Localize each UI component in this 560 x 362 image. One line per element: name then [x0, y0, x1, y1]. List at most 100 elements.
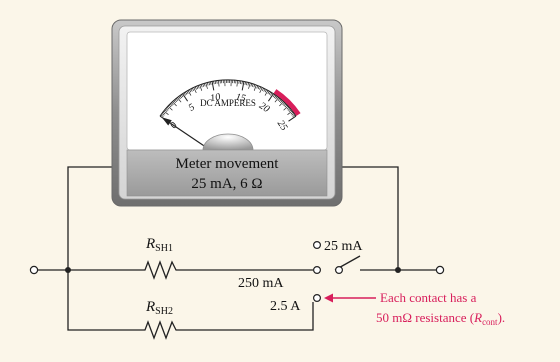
- rsh1-label: RSH1: [145, 236, 173, 254]
- rsh2-branch-right: [180, 302, 314, 331]
- switch-contact-25ma[interactable]: [313, 241, 322, 250]
- scale-tick: [274, 95, 277, 99]
- scale-tick: [166, 107, 170, 110]
- scale-tick: [256, 85, 259, 89]
- scale-tick: [250, 83, 253, 87]
- switch-pivot[interactable]: [335, 266, 344, 275]
- scale-tick: [168, 104, 172, 108]
- scale-tick: [268, 91, 271, 95]
- scale-tick: [161, 113, 165, 116]
- scale-tick: [274, 97, 279, 103]
- meter-scale: 0510152025DC AMPERES: [159, 79, 301, 163]
- annotation-line1: Each contact has a: [380, 290, 477, 305]
- scale-tick: [278, 99, 282, 103]
- meter-label-line1: Meter movement: [176, 156, 280, 172]
- switch-contact-250ma[interactable]: [313, 266, 322, 275]
- rsh2-resistor-symbol: [142, 320, 180, 340]
- meter-pivot-cover: [202, 133, 254, 151]
- scale-tick: [284, 104, 288, 108]
- switch-label-250ma: 250 mA: [238, 276, 284, 291]
- scale-tick: [187, 90, 192, 96]
- scale-tick: [162, 111, 166, 115]
- input-terminal[interactable]: [29, 265, 39, 275]
- scale-tick: [282, 102, 285, 106]
- scale-arc: [159, 79, 297, 117]
- annotation-line2: 50 mΩ resistance (Rcont).: [376, 310, 505, 327]
- scale-tick: [287, 108, 291, 111]
- scale-tick: [193, 87, 197, 94]
- scale-tick: [178, 96, 181, 100]
- scale-tick: [164, 109, 168, 112]
- scale-tick: [203, 83, 206, 87]
- scale-tick: [291, 113, 295, 116]
- scale-tick: [280, 100, 283, 104]
- scale-tick: [181, 94, 184, 98]
- rsh2-branch-left: [67, 270, 142, 331]
- scale-tick: [259, 86, 262, 90]
- scale-tick: [251, 83, 254, 87]
- scale-tick: [171, 102, 174, 106]
- scale-tick: [259, 87, 263, 94]
- scale-tick: [272, 94, 275, 98]
- scale-tick: [239, 80, 242, 85]
- scale-tick: [214, 80, 217, 85]
- scale-tick: [165, 108, 169, 111]
- scale-tick: [163, 110, 169, 115]
- scale-tick: [202, 83, 205, 87]
- scale-tick: [290, 111, 294, 115]
- scale-tick: [167, 105, 173, 111]
- scale-tick: [205, 82, 208, 89]
- scale-tick: [267, 91, 270, 94]
- scale-tick: [246, 82, 248, 86]
- scale-tick: [183, 92, 186, 96]
- scale-tick: [192, 87, 195, 92]
- scale-tick: [283, 105, 289, 111]
- junction-dot-right: [395, 267, 401, 273]
- scale-title: DC AMPERES: [200, 98, 256, 108]
- junction-dot-left: [65, 267, 71, 273]
- scale-tick: [160, 114, 164, 117]
- scale-tick: [286, 107, 290, 110]
- scale-tick: [199, 84, 203, 91]
- scale-tick: [218, 80, 220, 87]
- meter-movement: 0510152025DC AMPERES Meter movement 25 m…: [111, 19, 343, 207]
- meter-label-plate: [126, 149, 328, 197]
- scale-tick-label: 5: [187, 102, 197, 114]
- scale-tick: [169, 103, 173, 107]
- rsh1-resistor-symbol: [142, 260, 180, 280]
- scale-tick: [244, 81, 246, 85]
- output-terminal[interactable]: [435, 265, 445, 275]
- scale-tick: [207, 82, 209, 86]
- scale-tick: [264, 89, 267, 93]
- scale-tick: [248, 82, 251, 89]
- scale-tick: [257, 86, 260, 90]
- scale-tick: [279, 101, 284, 107]
- switch-contact-2-5a[interactable]: [313, 294, 322, 303]
- scale-tick: [253, 84, 257, 91]
- scale-tick: [213, 81, 215, 85]
- scale-tick: [247, 82, 249, 86]
- scale-tick: [267, 93, 274, 102]
- scale-tick: [253, 84, 256, 88]
- scale-tick: [186, 91, 189, 94]
- scale-tick-label: 15: [235, 92, 247, 105]
- scale-tick-label: 10: [209, 92, 221, 105]
- scale-tick: [182, 93, 189, 102]
- scale-tick: [292, 114, 296, 117]
- scale-tick: [288, 115, 297, 122]
- switch-label-25ma: 25 mA: [324, 239, 363, 254]
- scale-tick: [172, 101, 177, 107]
- scale-tick: [241, 81, 243, 85]
- scale-tick: [194, 86, 197, 90]
- scale-tick: [189, 89, 192, 93]
- scale-tick: [179, 95, 182, 99]
- scale-tick: [270, 92, 273, 96]
- scale-tick: [177, 97, 182, 103]
- scale-tick: [210, 81, 212, 85]
- scale-tick: [197, 85, 200, 89]
- meter-face: [126, 31, 328, 151]
- scale-tick: [208, 82, 210, 86]
- scale-tick: [190, 88, 193, 92]
- scale-tick: [288, 109, 292, 112]
